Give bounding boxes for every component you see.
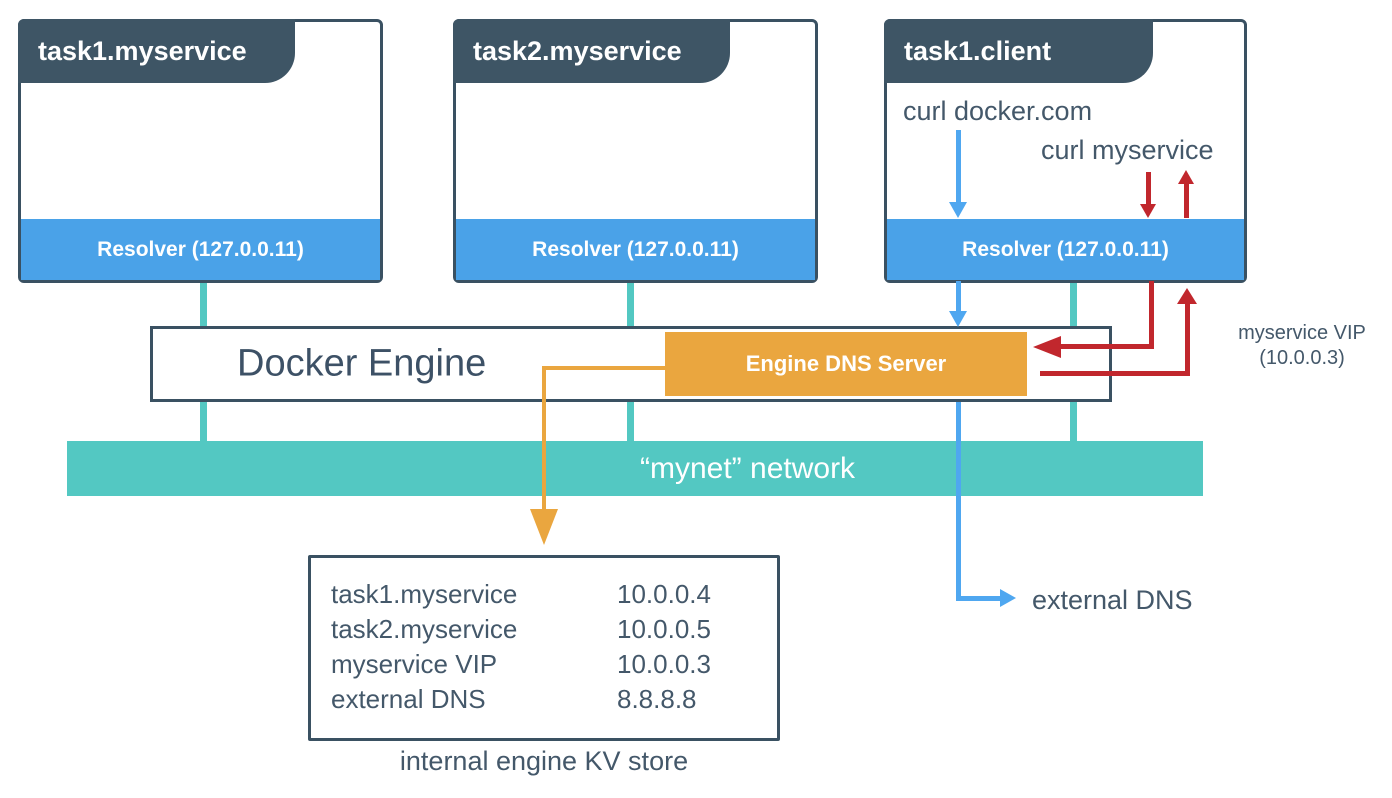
container-title-tab: task1.myservice xyxy=(18,19,295,83)
vip-query-line-vertical xyxy=(1149,281,1154,345)
container-title: task1.myservice xyxy=(38,36,247,66)
resolver-bar: Resolver (127.0.0.11) xyxy=(21,219,380,280)
network-connector-task2 xyxy=(627,280,634,328)
arrow-down-icon xyxy=(949,311,967,327)
kv-store-caption: internal engine KV store xyxy=(399,746,689,776)
arrow-up-icon xyxy=(1177,288,1197,304)
curl-docker-com-label: curl docker.com xyxy=(903,96,1093,126)
network-connector-task1-lower xyxy=(200,400,207,442)
resolver-label: Resolver (127.0.0.11) xyxy=(532,237,739,261)
kv-row: task1.myservice 10.0.0.4 xyxy=(331,579,777,614)
resolver-bar: Resolver (127.0.0.11) xyxy=(456,219,815,280)
external-query-line-lower xyxy=(956,402,961,599)
mynet-network-bar: “mynet” network xyxy=(67,441,1203,496)
arrow-left-icon xyxy=(1033,336,1061,358)
external-dns-label: external DNS xyxy=(1032,585,1193,615)
vip-query-line-horizontal xyxy=(1059,344,1154,349)
vip-reply-line-horizontal xyxy=(1040,371,1188,376)
external-query-line-upper xyxy=(956,281,961,311)
docker-engine-box: Docker Engine Engine DNS Server xyxy=(150,326,1112,402)
resolver-label: Resolver (127.0.0.11) xyxy=(962,237,1169,261)
curl-myservice-label: curl myservice xyxy=(1041,135,1214,165)
vip-reply-line-vertical xyxy=(1185,302,1190,376)
arrow-down-icon xyxy=(530,509,558,545)
mynet-network-label: “mynet” network xyxy=(640,451,856,485)
container-title-tab: task1.client xyxy=(884,19,1153,83)
engine-dns-server-label: Engine DNS Server xyxy=(745,351,947,376)
kv-row: external DNS 8.8.8.8 xyxy=(331,684,777,719)
arrow-right-icon xyxy=(1000,589,1016,607)
kv-value: 10.0.0.4 xyxy=(617,579,711,609)
curl-service-query-line xyxy=(1146,172,1151,204)
engine-dns-server-box: Engine DNS Server xyxy=(665,332,1027,396)
myservice-vip-label-line2: (10.0.0.3) xyxy=(1259,347,1345,369)
docker-engine-label: Docker Engine xyxy=(237,342,487,385)
curl-service-reply-line xyxy=(1184,184,1189,218)
network-connector-task2-lower xyxy=(627,400,634,442)
kv-store-link-horizontal xyxy=(542,366,667,370)
kv-key: external DNS xyxy=(331,684,486,714)
kv-key: myservice VIP xyxy=(331,649,498,679)
kv-row: myservice VIP 10.0.0.3 xyxy=(331,649,777,684)
kv-store-box: task1.myservice 10.0.0.4 task2.myservice… xyxy=(308,555,780,741)
network-connector-client xyxy=(1070,280,1077,328)
kv-value: 10.0.0.5 xyxy=(617,614,711,644)
container-title-tab: task2.myservice xyxy=(453,19,730,83)
arrow-down-icon xyxy=(949,202,967,218)
network-connector-task1 xyxy=(200,280,207,328)
container-title: task2.myservice xyxy=(473,36,682,66)
network-connector-client-lower xyxy=(1070,400,1077,442)
arrow-down-icon xyxy=(1140,204,1156,218)
container-title: task1.client xyxy=(904,36,1052,66)
external-query-line-horizontal xyxy=(956,596,1000,601)
resolver-bar: Resolver (127.0.0.11) xyxy=(887,219,1244,280)
kv-key: task2.myservice xyxy=(331,614,518,644)
kv-store-link-vertical xyxy=(542,366,546,511)
container-task2-myservice: task2.myservice Resolver (127.0.0.11) xyxy=(453,19,818,283)
container-task1-myservice: task1.myservice Resolver (127.0.0.11) xyxy=(18,19,383,283)
kv-key: task1.myservice xyxy=(331,579,518,609)
resolver-label: Resolver (127.0.0.11) xyxy=(97,237,304,261)
kv-row: task2.myservice 10.0.0.5 xyxy=(331,614,777,649)
arrow-up-icon xyxy=(1178,170,1194,184)
myservice-vip-label: myservice VIP (10.0.0.3) xyxy=(1212,321,1392,371)
myservice-vip-label-line1: myservice VIP xyxy=(1238,322,1366,344)
container-task1-client: task1.client curl docker.com curl myserv… xyxy=(884,19,1247,283)
curl-external-arrow-line xyxy=(956,130,961,202)
kv-value: 8.8.8.8 xyxy=(617,684,697,714)
kv-value: 10.0.0.3 xyxy=(617,649,711,679)
